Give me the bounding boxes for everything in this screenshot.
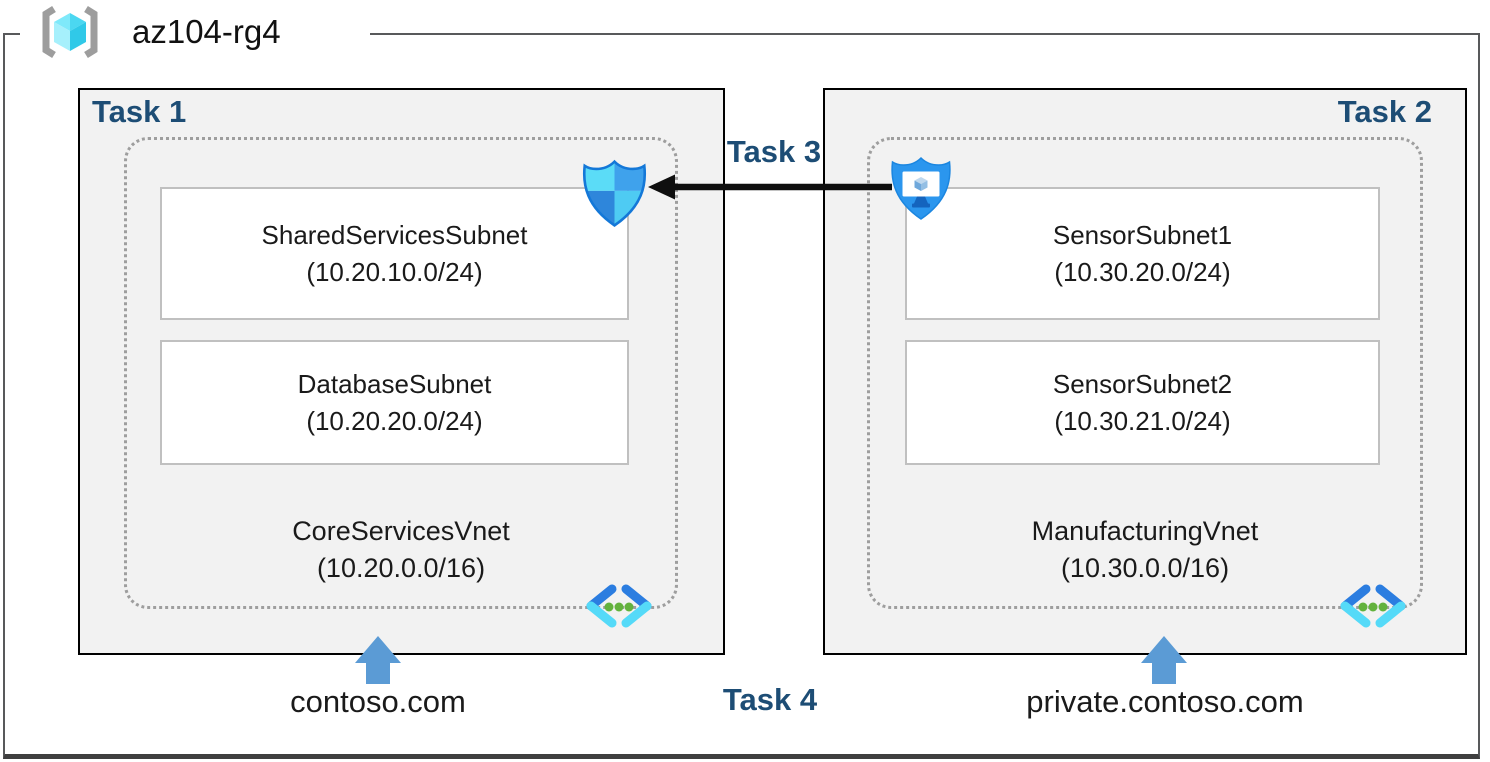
resource-group-icon xyxy=(42,6,98,58)
manufacturing-vnet-label: ManufacturingVnet (10.30.0.0/16) xyxy=(867,513,1423,587)
up-arrow-shaft xyxy=(1152,662,1176,684)
nsg-shield-icon xyxy=(582,159,647,227)
resource-group-name: az104-rg4 xyxy=(132,13,281,50)
border-gap xyxy=(20,28,370,42)
shared-services-subnet-box: SharedServicesSubnet (10.20.10.0/24) xyxy=(160,187,629,320)
subnet-cidr: (10.30.21.0/24) xyxy=(1054,405,1231,436)
task1-label: Task 1 xyxy=(92,94,187,129)
vnet-cidr: (10.30.0.0/16) xyxy=(1060,553,1230,583)
vnet-cidr: (10.20.0.0/16) xyxy=(316,553,486,583)
up-arrow-icon xyxy=(1141,636,1187,663)
subnet-cidr: (10.20.20.0/24) xyxy=(306,405,483,436)
virtual-network-icon xyxy=(586,584,652,628)
up-arrow-icon xyxy=(355,636,401,663)
private-dns-zone-label: private.contoso.com xyxy=(1026,684,1304,719)
task4-label: Task 4 xyxy=(722,682,818,717)
subnet-cidr: (10.30.20.0/24) xyxy=(1054,256,1231,287)
virtual-network-icon xyxy=(1340,584,1406,628)
core-services-vnet-label: CoreServicesVnet (10.20.0.0/16) xyxy=(124,513,678,587)
manufacturing-vnet-boundary xyxy=(867,137,1423,609)
vnet-name: ManufacturingVnet xyxy=(1031,516,1259,546)
up-arrow-shaft xyxy=(366,662,390,684)
resource-group-boundary xyxy=(3,33,1480,759)
database-subnet-box: DatabaseSubnet (10.20.20.0/24) xyxy=(160,340,629,465)
task3-label: Task 3 xyxy=(726,134,822,169)
subnet-name: SharedServicesSubnet xyxy=(261,219,528,250)
sensor-subnet2-box: SensorSubnet2 (10.30.21.0/24) xyxy=(905,340,1380,465)
left-arrow-icon xyxy=(648,174,892,200)
subnet-name: SensorSubnet1 xyxy=(1052,219,1233,250)
subnet-cidr: (10.20.10.0/24) xyxy=(306,256,483,287)
vnet-name: CoreServicesVnet xyxy=(292,516,510,546)
sensor-subnet1-box: SensorSubnet1 (10.30.20.0/24) xyxy=(905,187,1380,320)
dns-zone-label: contoso.com xyxy=(290,684,466,719)
core-services-vnet-boundary xyxy=(124,137,678,609)
subnet-name: DatabaseSubnet xyxy=(297,368,492,399)
asg-shield-icon xyxy=(891,156,951,220)
task2-label: Task 2 xyxy=(1337,94,1432,129)
subnet-name: SensorSubnet2 xyxy=(1052,368,1233,399)
